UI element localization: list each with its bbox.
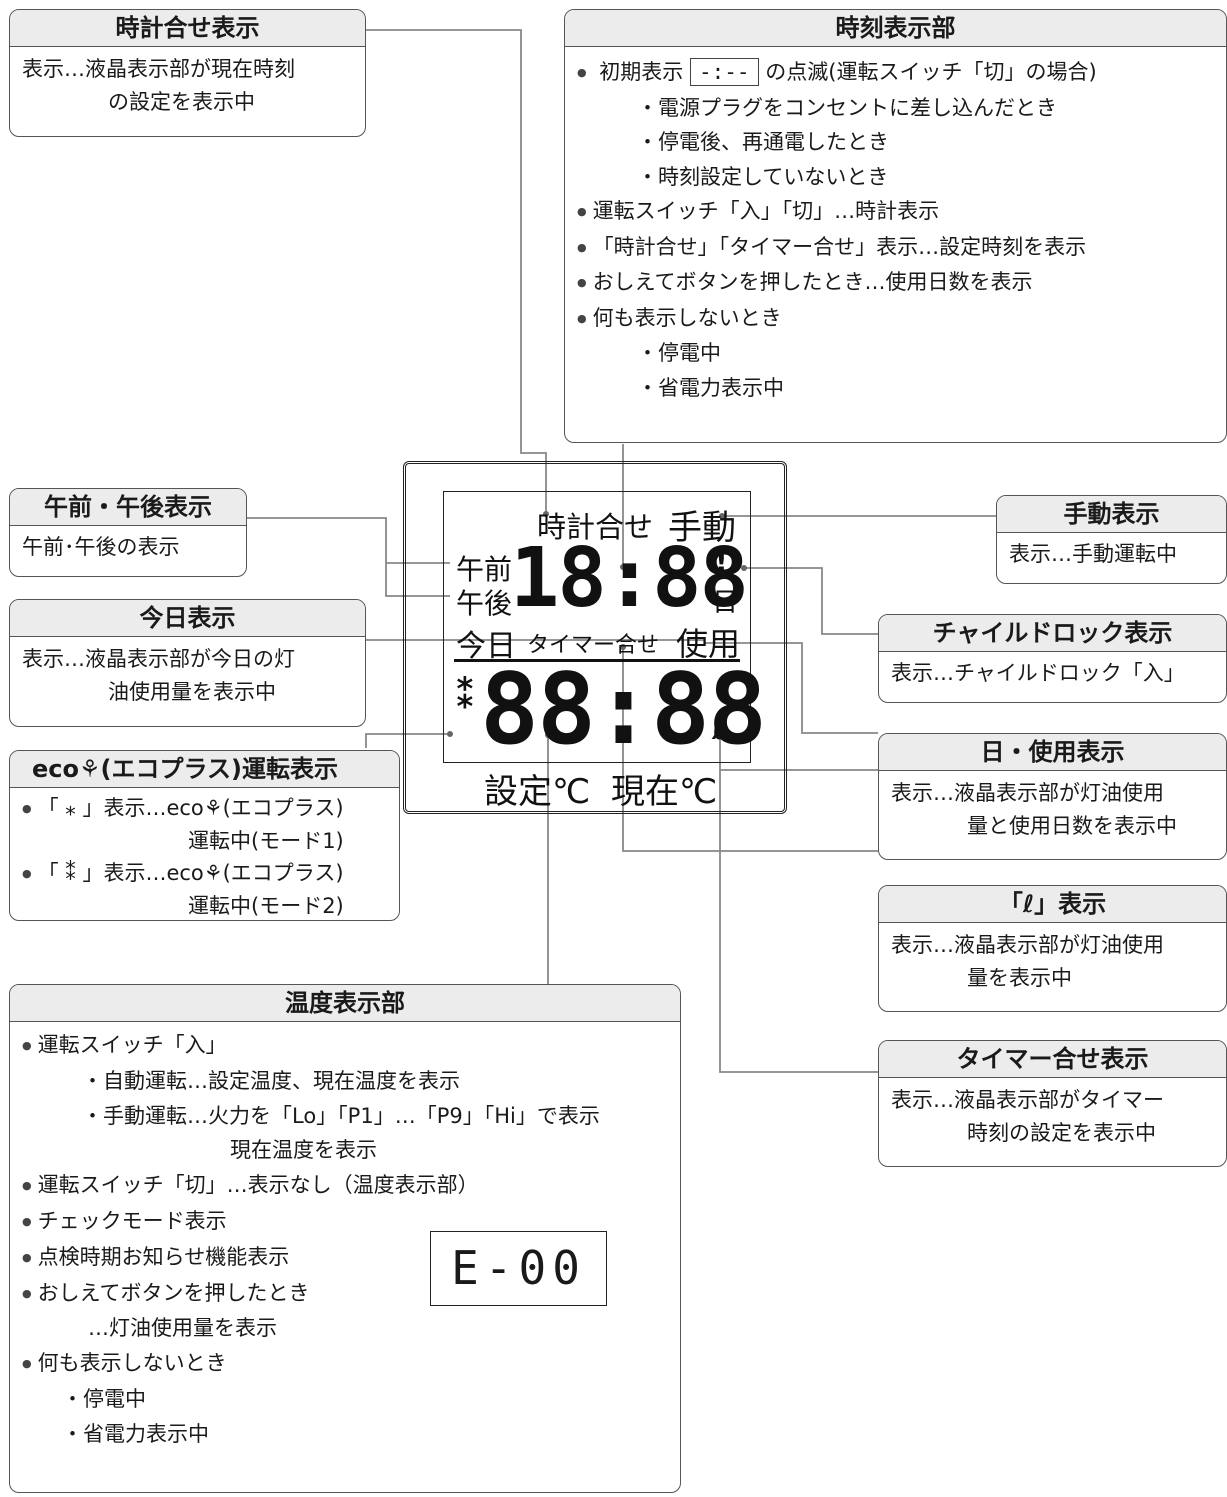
dayuse-line-1: 表示…液晶表示部が灯油使用 (891, 781, 1164, 805)
clockset-line-2: の設定を表示中 (108, 90, 255, 114)
manual-callout: 手動表示 表示…手動運転中 (996, 495, 1227, 584)
temp-bullet-2: 運転スイッチ「切」…表示なし（温度表示部） (22, 1168, 668, 1204)
time-sub-5: ・省電力表示中 (637, 375, 784, 400)
temp-section-title: 温度表示部 (10, 985, 680, 1022)
timerset-line-1: 表示…液晶表示部がタイマー (891, 1088, 1164, 1112)
temp-bullet-4: 点検時期お知らせ機能表示 (22, 1240, 668, 1276)
temp-bullet-1: 運転スイッチ「入」 (22, 1028, 668, 1064)
leader-clockset (366, 29, 547, 514)
manual-title: 手動表示 (997, 496, 1226, 533)
dayuse-callout: 日・使用表示 表示…液晶表示部が灯油使用 量と使用日数を表示中 (878, 733, 1227, 860)
leader-eco (365, 733, 450, 748)
time-section-callout: 時刻表示部 初期表示 -:-- の点滅(運転スイッチ「切」の場合) ・電源プラグ… (564, 9, 1227, 443)
temp-section-callout: 温度表示部 運転スイッチ「入」 ・自動運転…設定温度、現在温度を表示 ・手動運転… (9, 984, 681, 1493)
lcd-day-label: 日 (712, 588, 739, 618)
childlock-title: チャイルドロック表示 (879, 615, 1226, 652)
today-callout: 今日表示 表示…液晶表示部が今日の灯 油使用量を表示中 (9, 599, 366, 727)
temp-sub-6: ・省電力表示中 (62, 1421, 209, 1446)
time-bullet-4: おしえてボタンを押したとき…使用日数を表示 (577, 265, 1214, 301)
lcd-time-digits: 18:88 (510, 531, 749, 626)
ampm-line: 午前･午後の表示 (22, 535, 180, 559)
eco-callout: eco⚘(エコプラス)運転表示 「 ⁎ 」表示…eco⚘(エコプラス) 運転中(… (9, 750, 400, 921)
lcd-screen (443, 491, 751, 763)
lcd-divider (454, 659, 740, 662)
lcd-setting-temp-label: 設定℃ (484, 772, 591, 812)
time-sub-4: ・停電中 (637, 341, 721, 365)
timerset-title: タイマー合せ表示 (879, 1041, 1226, 1078)
liter-line-1: 表示…液晶表示部が灯油使用 (891, 933, 1164, 957)
eco-line-3: 「 ⁑ 」表示…eco⚘(エコプラス) (22, 857, 387, 890)
time-sub-1: ・電源プラグをコンセントに差し込んだとき (637, 95, 1057, 120)
timerset-line-2: 時刻の設定を表示中 (967, 1121, 1156, 1145)
manual-line: 表示…手動運転中 (1009, 542, 1177, 566)
today-line-1: 表示…液晶表示部が今日の灯 (22, 647, 295, 671)
time-sub-3: ・時刻設定していないとき (637, 164, 889, 189)
leader-dayuse (704, 642, 878, 734)
time-initial-suffix: の点滅(運転スイッチ「切」の場合) (765, 60, 1097, 84)
leader-ampm (247, 517, 450, 597)
time-initial-digits: -:-- (689, 58, 759, 86)
lcd-am-label: 午前 (456, 553, 513, 586)
lcd-manual-label: 手動 (668, 508, 736, 548)
liter-callout: 「ℓ」表示 表示…液晶表示部が灯油使用 量を表示中 (878, 885, 1227, 1012)
lcd-lock-mark: ! (715, 545, 728, 578)
time-bullet-3: 「時計合せ」「タイマー合せ」表示…設定時刻を表示 (577, 230, 1214, 266)
lcd-today-label: 今日 (456, 629, 516, 664)
eco-line-1: 「 ⁎ 」表示…eco⚘(エコプラス) (22, 792, 387, 825)
clockset-callout: 時計合せ表示 表示…液晶表示部が現在時刻 の設定を表示中 (9, 9, 366, 137)
time-initial-prefix: 初期表示 (599, 60, 684, 84)
lcd-liter-mark: ℓ (712, 712, 727, 747)
dayuse-title: 日・使用表示 (879, 734, 1226, 771)
timerset-callout: タイマー合せ表示 表示…液晶表示部がタイマー 時刻の設定を表示中 (878, 1040, 1227, 1167)
liter-line-2: 量を表示中 (967, 966, 1072, 990)
eco-title: eco⚘(エコプラス)運転表示 (10, 751, 399, 788)
temp-bullet-3: チェックモード表示 (22, 1204, 668, 1240)
childlock-callout: チャイルドロック表示 表示…チャイルドロック「入」 (878, 614, 1227, 703)
leader-timerset (622, 647, 878, 852)
ampm-callout: 午前・午後表示 午前･午後の表示 (9, 488, 247, 577)
lcd-pm-label: 午後 (456, 587, 513, 620)
temp-bullet-5: おしえてボタンを押したとき (22, 1276, 668, 1312)
eco-line-4: 運転中(モード2) (188, 894, 344, 918)
lcd-panel (403, 461, 787, 814)
temp-sub-5: ・停電中 (62, 1386, 146, 1411)
clockset-title: 時計合せ表示 (10, 10, 365, 47)
lcd-clockset-label: 時計合せ (537, 510, 654, 544)
error-code-display: E-00 (430, 1231, 607, 1306)
leader-liter (719, 734, 878, 771)
eco-line-2: 運転中(モード1) (188, 829, 344, 853)
leader-childlock (744, 567, 878, 635)
temp-sub-4: …灯油使用量を表示 (88, 1316, 277, 1341)
lcd-eco-mark: ⁑ (455, 672, 476, 718)
time-initial: 初期表示 -:-- の点滅(運転スイッチ「切」の場合) (577, 55, 1214, 91)
time-sub-2: ・停電後、再通電したとき (637, 130, 889, 154)
temp-bullet-6: 何も表示しないとき (22, 1346, 668, 1382)
lcd-use-label: 使用 (676, 625, 741, 663)
temp-sub-1: ・自動運転…設定温度、現在温度を表示 (82, 1068, 460, 1093)
time-bullet-2: 運転スイッチ「入」「切」…時計表示 (577, 194, 1214, 230)
liter-title: 「ℓ」表示 (879, 886, 1226, 923)
temp-sub-3: 現在温度を表示 (230, 1138, 377, 1163)
leader-timer2 (719, 770, 878, 1073)
time-bullet-5: 何も表示しないとき (577, 301, 1214, 337)
lcd-big-digits: 88:88 (480, 653, 767, 767)
lcd-timerset-label: タイマー合せ (527, 633, 660, 658)
lcd-current-temp-label: 現在℃ (611, 772, 718, 812)
dayuse-line-2: 量と使用日数を表示中 (967, 814, 1177, 838)
ampm-title: 午前・午後表示 (10, 489, 246, 526)
today-line-2: 油使用量を表示中 (108, 680, 276, 704)
clockset-line-1: 表示…液晶表示部が現在時刻 (22, 57, 295, 81)
childlock-line: 表示…チャイルドロック「入」 (891, 661, 1185, 685)
time-section-title: 時刻表示部 (565, 10, 1226, 47)
temp-sub-2: ・手動運転…火力を「Lo」「P1」…「P9」「Hi」で表示 (82, 1103, 600, 1128)
today-title: 今日表示 (10, 600, 365, 637)
